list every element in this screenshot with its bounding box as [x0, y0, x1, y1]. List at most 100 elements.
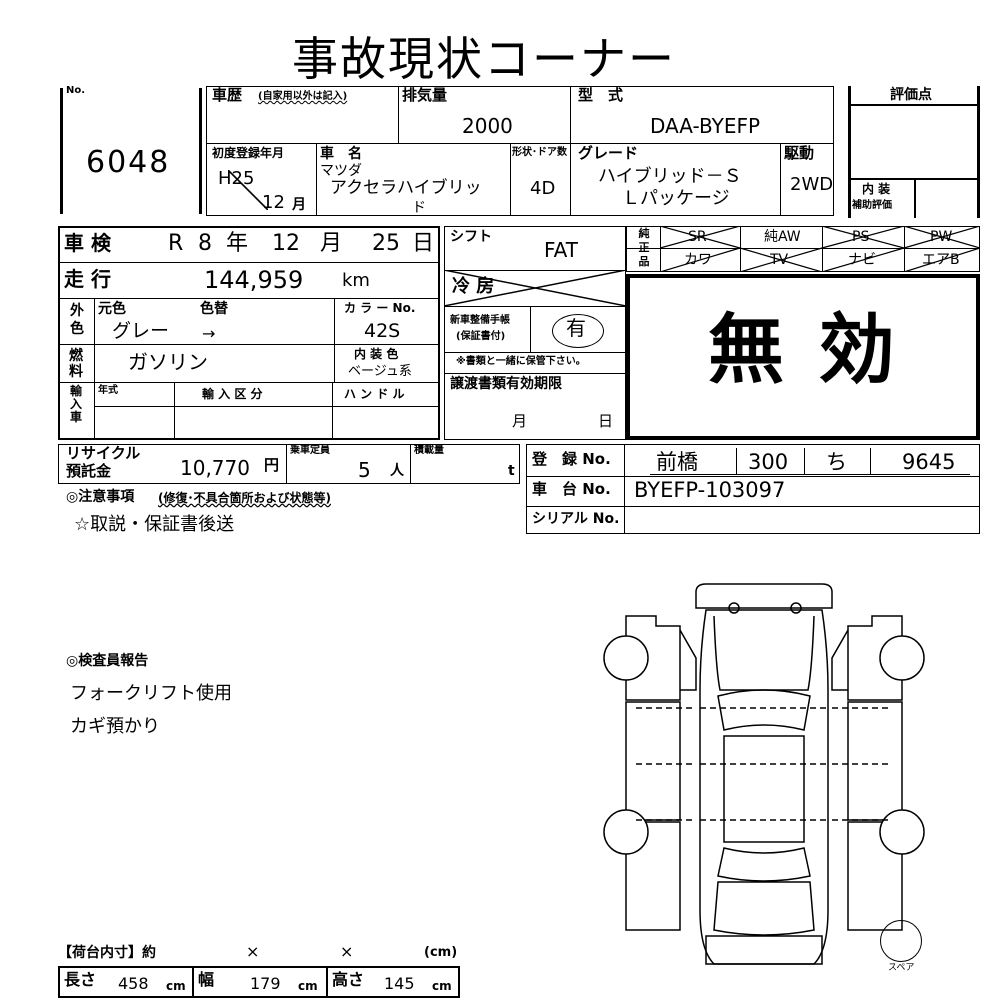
registration-kana: ち — [826, 450, 847, 474]
transfer-label: 譲渡書類有効期限 — [450, 376, 562, 392]
car-damage-diagram — [603, 583, 925, 965]
load-unit: t — [508, 463, 515, 479]
mileage-unit: km — [342, 270, 370, 291]
main-left-grid — [58, 226, 440, 440]
maintenance-note: ※書類と一緒に保管下さい。 — [456, 356, 586, 367]
notes-line1: ☆取説・保証書後送 — [74, 514, 235, 535]
color-orig-label: 元色 — [98, 301, 126, 317]
cargo-x2: × — [340, 942, 354, 961]
recycle-unit: 円 — [264, 456, 280, 474]
middle-grid — [444, 226, 626, 440]
ac-label: 冷 房 — [452, 276, 495, 297]
first-reg-month: 12 — [262, 192, 285, 213]
model-type-value: DAA-BYEFP — [650, 114, 761, 138]
first-reg-slash — [228, 170, 268, 210]
void-stamp-box — [626, 274, 980, 440]
inspection-day-unit: 日 — [412, 231, 435, 256]
cargo-height-unit: cm — [432, 979, 452, 993]
registration-label: 登 録 No. — [532, 450, 611, 468]
import-year-label: 年式 — [98, 385, 118, 396]
car-maker: マツダ — [320, 163, 362, 179]
page-title: 事故現状コーナー — [292, 32, 676, 86]
maintenance-value: 有 — [566, 316, 586, 340]
inspection-month: 12 — [272, 231, 300, 256]
registration-grid — [526, 444, 980, 534]
transfer-month-unit: 月 — [512, 412, 528, 430]
inspector-line2: カギ預かり — [70, 716, 160, 737]
cargo-length: 458 — [118, 974, 149, 993]
model-type-label: 型 式 — [578, 86, 624, 104]
cargo-label: 【荷台内寸】約 — [58, 945, 156, 961]
lot-number: 6048 — [86, 145, 171, 180]
maintenance-circle — [552, 314, 604, 348]
equip-aw: 純AW — [764, 229, 801, 245]
registration-number: 9645 — [902, 450, 956, 474]
cargo-width-label: 幅 — [198, 970, 215, 989]
cargo-width-unit: cm — [298, 979, 318, 993]
equip-ps: PS — [852, 229, 870, 245]
displacement-label: 排気量 — [402, 86, 448, 104]
spare-label: スペア — [888, 963, 915, 973]
cargo-length-unit: cm — [166, 979, 186, 993]
interior-eval-label-1: 内 装 — [862, 182, 891, 196]
grade-line2: Ｌパッケージ — [622, 188, 730, 209]
drive-value: 2WD — [790, 174, 834, 195]
capacity-label: 乗車定員 — [290, 445, 330, 456]
fuel-label: 燃料 — [69, 348, 83, 380]
grade-label: グレード — [578, 144, 639, 162]
cargo-grid — [58, 966, 460, 998]
registration-city: 前橋 — [656, 450, 698, 474]
top-info-block — [206, 86, 834, 216]
maintenance-label-2: (保証書付) — [456, 331, 506, 342]
recycle-label-2: 預託金 — [66, 462, 112, 480]
cargo-unit-label: (cm) — [424, 945, 458, 960]
evaluation-label: 評価点 — [890, 87, 932, 103]
car-name-line1: アクセラハイブリッ — [330, 178, 482, 198]
chassis-value: BYEFP-103097 — [634, 478, 786, 502]
color-code-value: 42S — [364, 320, 401, 342]
doors-label: 形状･ドア数 — [512, 147, 567, 158]
color-arrow: → — [202, 324, 216, 343]
history-sub: (自家用以外は記入) — [258, 91, 348, 102]
import-label: 輸入車 — [70, 384, 83, 424]
spare-tire-circle — [880, 920, 922, 962]
color-code-label: カ ラ ー No. — [344, 301, 416, 315]
ac-cross — [444, 270, 626, 306]
recycle-value: 10,770 — [180, 456, 250, 480]
equipment-grid — [626, 226, 980, 272]
lot-bracket — [60, 88, 202, 214]
recycle-row — [58, 444, 520, 484]
registration-class: 300 — [748, 450, 789, 474]
drive-label: 駆動 — [784, 144, 815, 162]
inspector-label: ◎検査員報告 — [66, 653, 149, 669]
color-orig-value: グレー — [112, 320, 170, 342]
interior-color-value: ベージュ系 — [348, 364, 412, 379]
color-side-label: 外色 — [70, 303, 84, 337]
capacity-value: 5 — [358, 458, 371, 482]
serial-label: シリアル No. — [532, 511, 620, 527]
inspection-month-unit: 月 — [320, 231, 343, 256]
maintenance-label-1: 新車整備手帳 — [450, 315, 510, 326]
cargo-length-label: 長さ — [64, 970, 97, 989]
load-label: 積載量 — [414, 445, 444, 456]
recycle-label-1: リサイクル — [66, 444, 141, 462]
fuel-value: ガソリン — [128, 350, 208, 374]
displacement-value: 2000 — [462, 114, 513, 138]
import-class-label: 輸 入 区 分 — [202, 387, 263, 401]
equip-sr: SR — [688, 229, 707, 245]
inspection-year-unit: 年 — [226, 231, 249, 256]
equipment-label: 純正品 — [638, 227, 650, 268]
mileage-value: 144,959 — [204, 266, 304, 294]
void-stamp: 無 効 — [708, 305, 899, 394]
shift-value: FAT — [544, 238, 579, 262]
cargo-height-label: 高さ — [332, 970, 365, 989]
lot-label: No. — [66, 85, 86, 96]
inspector-line1: フォークリフト使用 — [70, 683, 232, 704]
history-label: 車歴 — [212, 86, 243, 104]
notes-label: ◎注意事項 — [66, 489, 135, 505]
cargo-x1: × — [246, 942, 260, 961]
first-reg-label: 初度登録年月 — [212, 146, 285, 160]
cargo-width: 179 — [250, 974, 281, 993]
chassis-label: 車 台 No. — [532, 480, 611, 498]
import-handle-label: ハ ン ド ル — [344, 387, 405, 401]
